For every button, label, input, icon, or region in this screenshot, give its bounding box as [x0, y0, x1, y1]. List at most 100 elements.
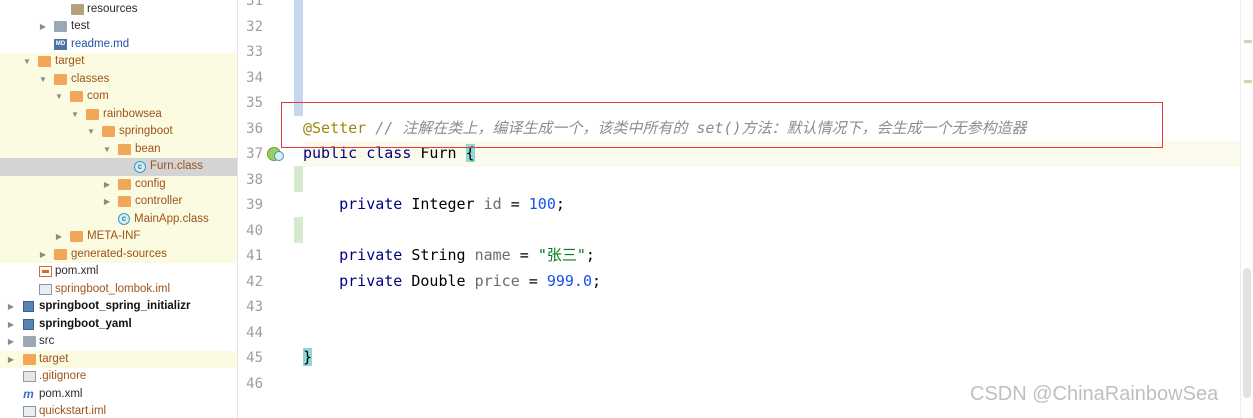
tree-item-config[interactable]: ▶ config — [0, 175, 237, 193]
line-number: 41 — [246, 248, 263, 264]
tree-item-spring-initializr[interactable]: ▶ springboot_spring_initializr — [0, 298, 237, 316]
assign-operator: = — [528, 271, 538, 290]
code-line-42[interactable]: private Double price = 999.0; — [303, 269, 1240, 295]
chevron-down-icon[interactable]: ▼ — [39, 74, 47, 84]
tree-item-target[interactable]: ▼ target — [0, 53, 237, 71]
scroll-thumb[interactable] — [1243, 268, 1251, 398]
private-keyword: private — [339, 246, 403, 264]
code-line-41[interactable]: private String name = "张三"; — [303, 243, 1240, 269]
chevron-right-icon[interactable]: ▶ — [7, 319, 15, 329]
chevron-right-icon[interactable]: ▶ — [55, 232, 63, 241]
folder-icon — [118, 143, 131, 155]
semicolon: ; — [585, 246, 595, 264]
field-value: "张三" — [537, 246, 586, 264]
tree-item-label: bean — [135, 142, 161, 155]
chevron-right-icon[interactable]: ▶ — [7, 337, 15, 346]
chevron-down-icon[interactable]: ▼ — [55, 92, 63, 101]
tree-item-springboot[interactable]: ▼ springboot — [0, 123, 237, 141]
chevron-right-icon[interactable]: ▶ — [103, 197, 111, 206]
project-tree[interactable]: resources ▶ test MD readme.md ▼ target ▼… — [0, 0, 238, 418]
code-line-36[interactable]: @Setter // 注解在类上，编译生成一个，该类中所有的 set()方法：默… — [303, 116, 1240, 142]
folder-icon — [102, 126, 115, 137]
tree-item-label: rainbowsea — [103, 107, 162, 120]
tree-item-label: META-INF — [87, 230, 141, 242]
tree-item-readme[interactable]: MD readme.md — [0, 36, 237, 54]
module-icon — [23, 318, 34, 330]
folder-icon — [54, 248, 67, 260]
line-number: 46 — [246, 375, 263, 392]
chevron-down-icon[interactable]: ▼ — [103, 144, 111, 154]
tree-item-bean[interactable]: ▼ bean — [0, 140, 237, 158]
private-keyword: private — [339, 271, 403, 290]
chevron-down-icon[interactable]: ▼ — [23, 57, 31, 66]
line-number: 31 — [246, 0, 263, 9]
tree-item-label: controller — [135, 195, 183, 207]
tree-item-label: readme.md — [71, 37, 130, 50]
folder-icon — [54, 73, 67, 85]
tree-item-label: src — [39, 335, 55, 347]
change-marker-strip — [294, 0, 303, 418]
close-brace: } — [303, 348, 313, 366]
tree-item-com[interactable]: ▼ com — [0, 88, 237, 106]
module-file-icon — [39, 283, 52, 295]
tree-item-src[interactable]: ▶ src — [0, 333, 237, 351]
tree-item-label: .gitignore — [39, 370, 87, 382]
tree-item-target-root[interactable]: ▶ target — [0, 350, 237, 368]
tree-item-pom-xml[interactable]: pom.xml — [0, 263, 237, 281]
markdown-file-icon: MD — [54, 38, 67, 50]
editor-scrollbar[interactable] — [1240, 0, 1253, 418]
tree-item-mainapp-class[interactable]: c MainApp.class — [0, 210, 237, 228]
tree-item-meta-inf[interactable]: ▶ META-INF — [0, 228, 237, 246]
tree-item-test[interactable]: ▶ test — [0, 18, 237, 36]
tree-item-label: target — [55, 55, 85, 67]
tree-item-generated-sources[interactable]: ▶ generated-sources — [0, 245, 237, 263]
tree-item-label: pom.xml — [55, 265, 99, 277]
line-number: 36 — [246, 120, 263, 137]
line-number: 45 — [246, 350, 263, 366]
chevron-right-icon[interactable]: ▶ — [7, 302, 15, 311]
added-lines-marker — [294, 217, 303, 243]
class-marker-icon — [274, 151, 284, 161]
code-line-37[interactable]: public class Furn { — [303, 141, 1240, 167]
tree-item-springboot-yaml[interactable]: ▶ springboot_yaml — [0, 316, 237, 334]
assign-operator: = — [519, 246, 529, 264]
code-line-45[interactable]: } — [303, 345, 1240, 371]
code-comment: // 注解在类上，编译生成一个，该类中所有的 set()方法：默认情况下，会生成… — [375, 118, 1027, 137]
field-value: 100 — [528, 195, 556, 213]
code-line-39[interactable]: private Integer id = 100; — [303, 192, 1240, 218]
line-number: 40 — [246, 222, 263, 239]
tree-item-label: springboot_spring_initializr — [39, 300, 191, 312]
scroll-marker — [1244, 80, 1252, 83]
tree-item-label: MainApp.class — [134, 212, 209, 225]
line-number: 38 — [246, 171, 263, 188]
module-icon — [23, 301, 34, 312]
chevron-right-icon[interactable]: ▶ — [39, 22, 47, 31]
maven-file-icon: m — [23, 386, 34, 401]
chevron-down-icon[interactable]: ▼ — [71, 109, 79, 119]
assign-operator: = — [510, 195, 520, 213]
class-keyword: public class — [303, 144, 412, 162]
code-editor[interactable]: @Setter // 注解在类上，编译生成一个，该类中所有的 set()方法：默… — [303, 0, 1240, 418]
chevron-right-icon[interactable]: ▶ — [103, 179, 111, 189]
tree-item-lombok-iml[interactable]: springboot_lombok.iml — [0, 281, 237, 299]
chevron-down-icon[interactable]: ▼ — [87, 127, 95, 136]
tree-item-gitignore[interactable]: .gitignore — [0, 368, 237, 386]
folder-icon — [38, 56, 51, 67]
tree-item-quickstart-iml[interactable]: quickstart.iml — [0, 403, 237, 418]
chevron-right-icon[interactable]: ▶ — [39, 249, 47, 259]
tree-item-resources[interactable]: resources — [0, 1, 237, 19]
tree-item-controller[interactable]: ▶ controller — [0, 193, 237, 211]
editor-gutter[interactable]: 31 32 33 34 35 36 37 38 39 40 41 42 43 4… — [239, 0, 294, 418]
line-number: 43 — [246, 299, 263, 315]
line-number: 33 — [246, 44, 263, 60]
tree-item-pom-xml-root[interactable]: m pom.xml — [0, 386, 237, 404]
line-number: 37 — [246, 146, 263, 162]
tree-item-label: target — [39, 352, 69, 365]
tree-item-furn-class[interactable]: c Furn.class — [0, 158, 237, 176]
tree-item-label: generated-sources — [71, 247, 167, 260]
tree-item-rainbowsea[interactable]: ▼ rainbowsea — [0, 105, 237, 123]
tree-item-label: springboot_lombok.iml — [55, 282, 171, 295]
chevron-right-icon[interactable]: ▶ — [7, 354, 15, 364]
folder-icon — [23, 336, 36, 347]
tree-item-classes[interactable]: ▼ classes — [0, 70, 237, 88]
